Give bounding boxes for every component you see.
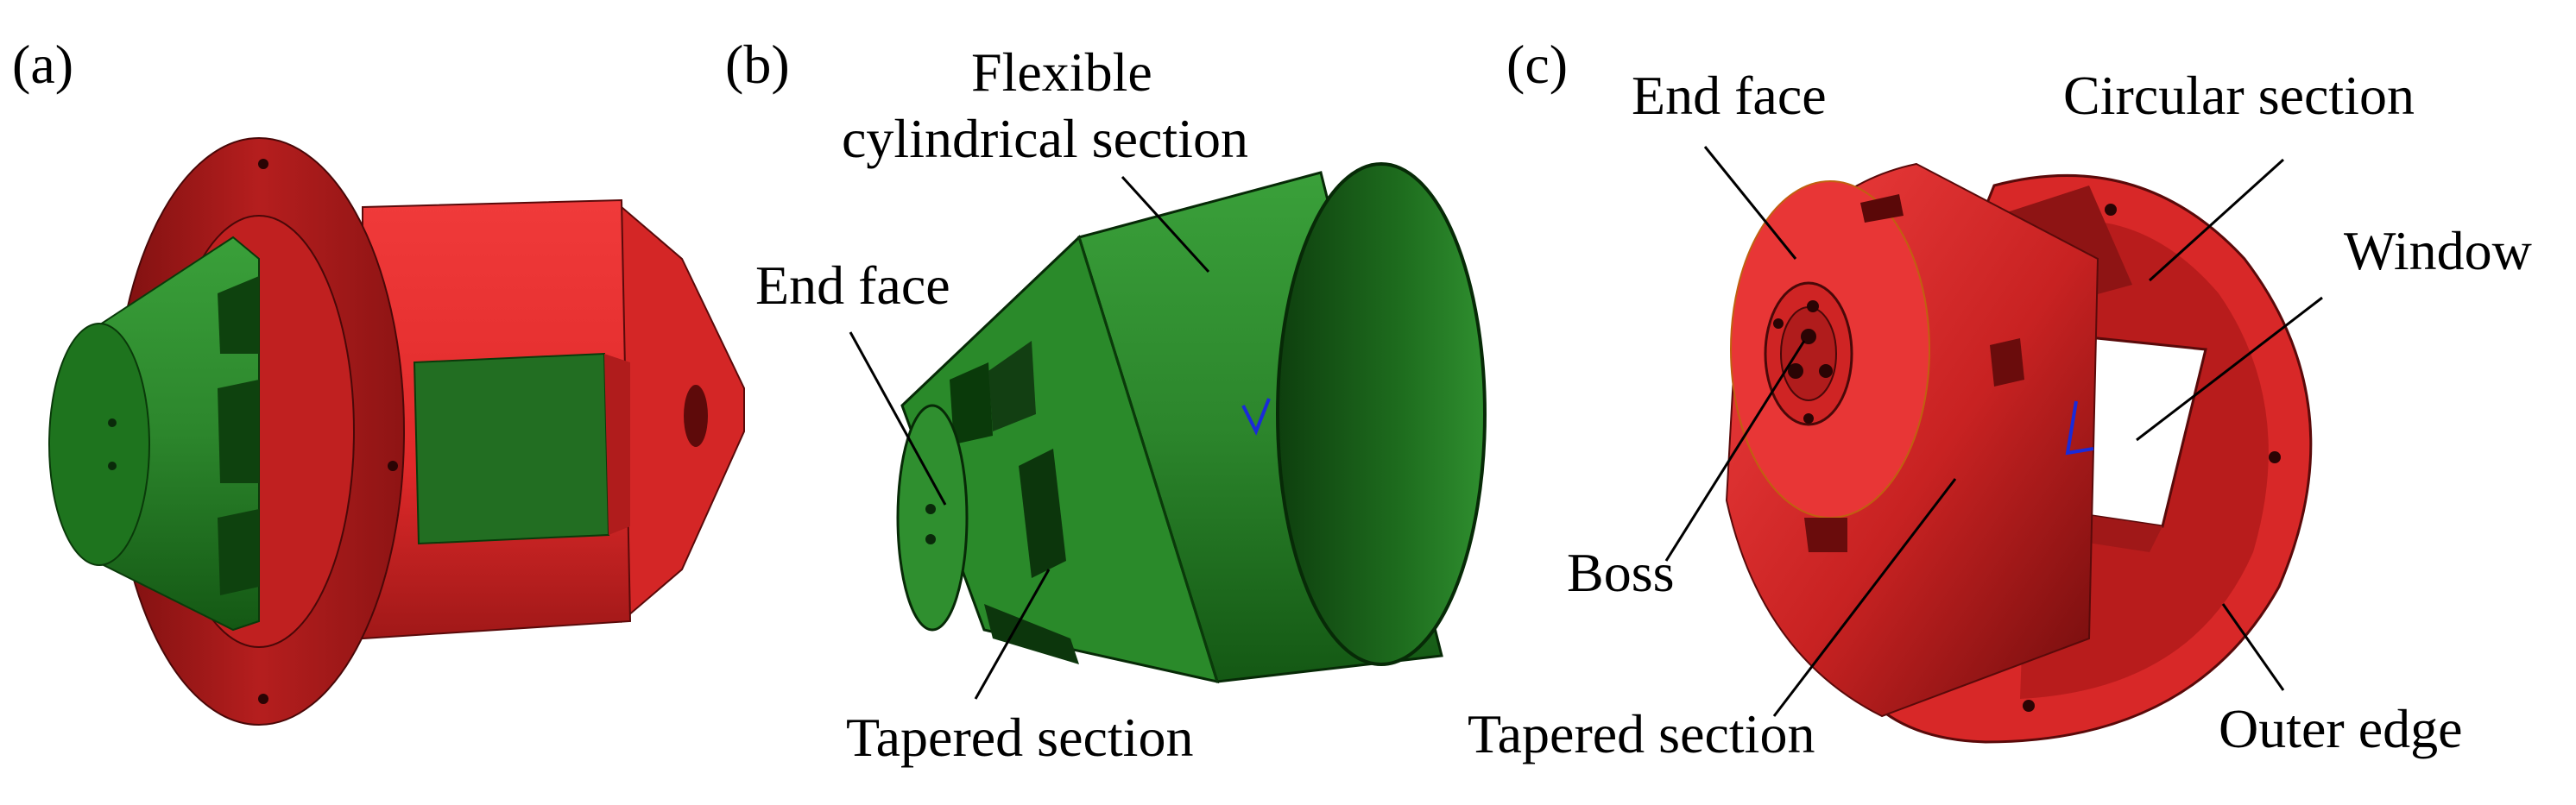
- callout-circular: Circular section: [2063, 65, 2415, 126]
- panel-b: (b) Flexible cylindrical section: [725, 34, 1487, 768]
- panel-a: (a): [12, 34, 745, 726]
- leader-outer-edge: [2221, 603, 2285, 691]
- assembly-illustration: [48, 137, 745, 726]
- leader-tapered-c: [1772, 478, 1957, 717]
- callout-window: Window: [2344, 220, 2532, 281]
- leader-flexible: [1121, 175, 1210, 274]
- leader-end-face-c: [1703, 146, 1797, 260]
- callout-tapered-b: Tapered section: [846, 707, 1193, 768]
- callout-boss: Boss: [1567, 542, 1675, 603]
- callout-end-face-c: End face: [1632, 65, 1827, 126]
- panel-label-a: (a): [12, 34, 73, 95]
- panel-label-c: (c): [1506, 34, 1568, 95]
- leader-end-face-b: [849, 331, 947, 506]
- callout-flexible-line-2: cylindrical section: [842, 108, 1248, 169]
- panel-c: (c): [1468, 34, 2532, 764]
- callout-tapered-c: Tapered section: [1468, 703, 1815, 764]
- panel-label-b: (b): [725, 34, 790, 95]
- leader-tapered-b: [974, 569, 1051, 700]
- flexible-part-illustration: [896, 162, 1487, 684]
- leader-boss: [1664, 340, 1806, 562]
- callout-end-face-b: End face: [755, 255, 950, 316]
- leader-circular: [2148, 158, 2285, 282]
- callout-flexible-line-1: Flexible: [971, 41, 1152, 103]
- callout-outer-edge: Outer edge: [2219, 698, 2463, 759]
- leader-window: [2136, 296, 2323, 442]
- rigid-part-illustration: [1725, 162, 2313, 744]
